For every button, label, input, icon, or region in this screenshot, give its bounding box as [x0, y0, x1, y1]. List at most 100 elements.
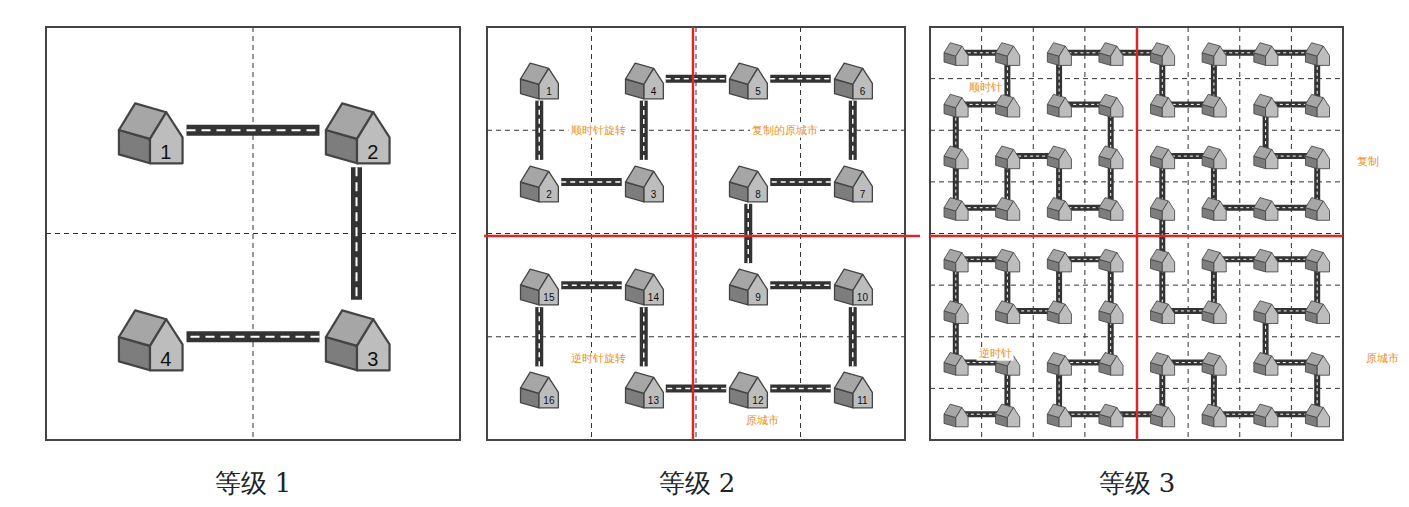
house-icon — [944, 198, 968, 221]
house-shape — [320, 300, 394, 374]
grid-line — [1188, 27, 1189, 440]
house-number: 12 — [748, 395, 767, 409]
house-face — [1214, 201, 1226, 220]
house-icon — [1305, 404, 1329, 427]
road-marking — [748, 204, 750, 263]
house-face — [357, 112, 390, 163]
house-face — [956, 149, 968, 168]
house-face — [150, 112, 183, 163]
level-title: 等级 3 — [1099, 469, 1176, 499]
house-icon — [1254, 43, 1278, 66]
house-number: 1 — [150, 141, 183, 164]
house-icon — [996, 43, 1020, 66]
house-icon — [1099, 198, 1123, 221]
house-icon — [996, 146, 1020, 169]
house-icon — [1305, 146, 1329, 169]
house-icon — [1151, 249, 1175, 272]
road-connector — [643, 307, 644, 366]
road-marking — [666, 78, 727, 80]
house-icon — [1305, 353, 1329, 376]
house-face — [956, 356, 968, 375]
house-icon — [1151, 198, 1175, 221]
house-number: 1 — [539, 85, 558, 99]
annotation-label: 顺时针旋转 — [569, 125, 628, 138]
house-number: 2 — [539, 188, 558, 202]
house-icon — [1254, 353, 1278, 376]
road-connector — [187, 130, 320, 131]
road — [770, 75, 831, 83]
house-number: 10 — [853, 291, 872, 305]
house-node: 2 — [517, 160, 561, 204]
road-marking — [643, 101, 645, 160]
divider-line — [692, 27, 695, 440]
house-node: 4 — [113, 300, 187, 374]
house-number: 4 — [150, 347, 183, 370]
road — [535, 101, 543, 160]
house-face — [853, 378, 872, 408]
house-number: 3 — [644, 188, 663, 202]
house-icon — [944, 353, 968, 376]
house-icon — [1151, 353, 1175, 376]
house-icon — [1202, 404, 1226, 427]
house-number: 16 — [539, 395, 558, 409]
house-icon — [1254, 198, 1278, 221]
house-icon — [944, 146, 968, 169]
house-face — [1059, 304, 1071, 323]
house-face — [1007, 304, 1019, 323]
house-number: 5 — [748, 85, 767, 99]
house-face — [1266, 46, 1278, 65]
road-marking — [539, 101, 541, 160]
house-number: 9 — [748, 291, 767, 305]
house-face — [1317, 149, 1329, 168]
house-icon — [1099, 353, 1123, 376]
house-face — [1007, 46, 1019, 65]
grid-line — [46, 233, 460, 234]
road-connector — [187, 336, 320, 337]
level-title: 等级 2 — [659, 469, 736, 499]
house-face — [1162, 149, 1174, 168]
house-node: 12 — [726, 366, 770, 410]
house-icon — [1202, 198, 1226, 221]
road-connector — [770, 285, 831, 286]
road — [770, 178, 831, 186]
road — [770, 281, 831, 289]
road — [187, 331, 320, 342]
annotation-label: 逆时针旋转 — [569, 353, 628, 366]
house-node: 10 — [831, 263, 875, 307]
house-face — [1162, 407, 1174, 426]
house-face — [539, 275, 558, 305]
house-node: 16 — [517, 366, 561, 410]
house-icon — [1305, 301, 1329, 324]
road-connector — [770, 388, 831, 389]
house-face — [1317, 407, 1329, 426]
house-icon — [1151, 94, 1175, 117]
road-marking — [539, 307, 541, 366]
annotation-label: 逆时针 — [977, 348, 1014, 361]
annotation-label: 原城市 — [1364, 353, 1401, 366]
road-connector — [643, 101, 644, 160]
house-face — [1266, 253, 1278, 272]
road-connector — [666, 388, 727, 389]
house-icon — [1047, 94, 1071, 117]
house-icon — [1254, 249, 1278, 272]
house-shape — [726, 263, 770, 307]
house-icon — [1047, 353, 1071, 376]
road — [849, 307, 857, 366]
panel-frame — [487, 27, 905, 440]
house-face — [1111, 356, 1123, 375]
road — [561, 178, 622, 186]
house-icon — [1202, 353, 1226, 376]
house-node: 15 — [517, 263, 561, 307]
house-face — [1317, 304, 1329, 323]
annotation-label: 复制 — [1355, 156, 1381, 169]
house-icon — [1151, 301, 1175, 324]
road — [187, 125, 320, 136]
road-marking — [770, 284, 831, 286]
grid-line — [1291, 27, 1292, 440]
house-face — [1111, 46, 1123, 65]
house-face — [644, 275, 663, 305]
house-face — [1111, 201, 1123, 220]
house-node: 2 — [320, 93, 394, 167]
house-face — [1007, 149, 1019, 168]
road-connector — [561, 181, 622, 182]
